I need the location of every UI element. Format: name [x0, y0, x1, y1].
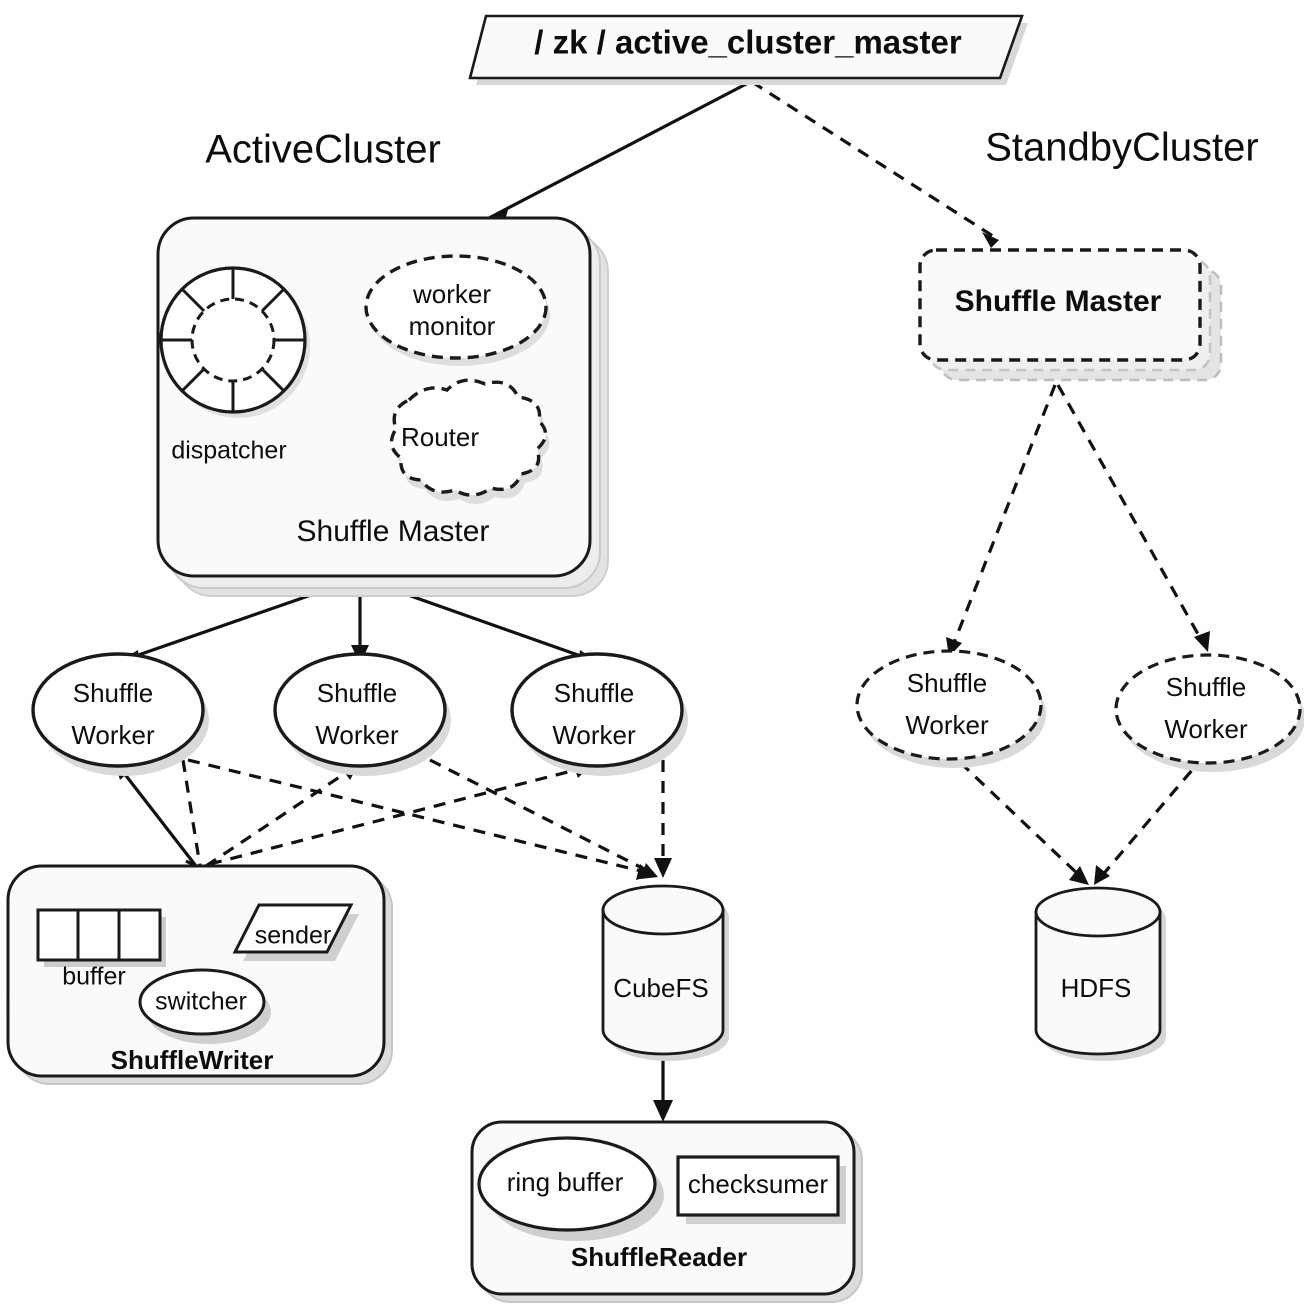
standby-shuffle-worker-2[interactable]: Shuffle Worker: [1114, 653, 1304, 772]
active-shuffle-master-label: Shuffle Master: [297, 515, 490, 548]
active-shuffle-worker-2[interactable]: Shuffle Worker: [273, 652, 451, 776]
worker-label-line2: Worker: [315, 720, 399, 750]
worker-monitor-label-line1: worker: [412, 279, 491, 309]
edge-standby-master-to-worker-2: [1056, 384, 1210, 652]
shuffle-reader-label: ShuffleReader: [571, 1242, 747, 1272]
switcher-ellipse: [138, 968, 271, 1044]
worker-monitor-ellipse: [364, 254, 550, 366]
shuffle-writer-box[interactable]: buffer sender switcher ShuffleWriter: [6, 864, 393, 1085]
sender-label: sender: [255, 922, 331, 950]
active-shuffle-master-box[interactable]: dispatcher worker monitor Router Shuffle…: [156, 216, 609, 597]
checksumer-box: [676, 1155, 846, 1224]
worker-label-line1: Shuffle: [73, 678, 153, 708]
edge-standby-master-to-worker-1: [946, 384, 1057, 657]
router-cloud: [389, 378, 550, 505]
active-shuffle-worker-1[interactable]: Shuffle Worker: [31, 652, 209, 776]
ring-buffer-ellipse: [477, 1136, 664, 1241]
worker-label-line1: Shuffle: [554, 678, 634, 708]
worker-label-line2: Worker: [552, 720, 636, 750]
standby-worker-label-line1: Shuffle: [1166, 672, 1246, 702]
worker-label-line1: Shuffle: [317, 678, 397, 708]
standby-worker-label-line2: Worker: [905, 710, 989, 740]
ring-buffer-label: ring buffer: [507, 1167, 624, 1197]
shuffle-writer-label: ShuffleWriter: [111, 1045, 274, 1075]
worker-label-line2: Worker: [71, 720, 155, 750]
worker-monitor-label-line2: monitor: [409, 311, 496, 341]
buffer-label: buffer: [62, 963, 125, 991]
edge-worker-2-to-cubefs: [429, 758, 658, 879]
edge-standby-worker-2-to-hdfs: [1094, 753, 1207, 885]
hdfs-database[interactable]: HDFS: [1034, 886, 1166, 1061]
edge-zk-to-active-master: [488, 80, 751, 224]
zk-node[interactable]: / zk / active_cluster_master: [468, 14, 1028, 85]
standby-cluster-title: StandbyCluster: [985, 126, 1258, 170]
dispatcher-label: dispatcher: [171, 437, 286, 465]
cubefs-database[interactable]: CubeFS: [601, 884, 729, 1061]
hdfs-label: HDFS: [1061, 973, 1132, 1003]
switcher-label: switcher: [155, 988, 247, 1016]
zk-node-label: / zk / active_cluster_master: [534, 24, 962, 61]
standby-shuffle-worker-1[interactable]: Shuffle Worker: [855, 649, 1046, 768]
edge-writer-to-worker-2: [205, 762, 360, 868]
cubefs-label: CubeFS: [613, 973, 708, 1003]
shuffle-reader-box[interactable]: ring buffer checksumer ShuffleReader: [470, 1120, 863, 1303]
standby-shuffle-master-box[interactable]: Shuffle Master: [918, 248, 1223, 382]
dispatcher-ring-icon: [159, 266, 310, 418]
standby-worker-label-line1: Shuffle: [907, 668, 987, 698]
checksumer-label: checksumer: [688, 1169, 828, 1199]
edge-worker-1-to-cubefs: [187, 758, 654, 880]
active-shuffle-worker-3[interactable]: Shuffle Worker: [510, 652, 688, 776]
router-label: Router: [401, 422, 479, 452]
edge-worker-3-to-cubefs: [654, 760, 672, 878]
edge-zk-to-standby-master: [751, 80, 999, 248]
edge-standby-worker-1-to-hdfs: [943, 746, 1089, 885]
buffer-cells: [36, 908, 166, 967]
standby-shuffle-master-label: Shuffle Master: [955, 285, 1162, 318]
standby-worker-label-line2: Worker: [1164, 714, 1248, 744]
active-cluster-title: ActiveCluster: [205, 128, 441, 172]
sender-parallelogram: [232, 903, 359, 961]
